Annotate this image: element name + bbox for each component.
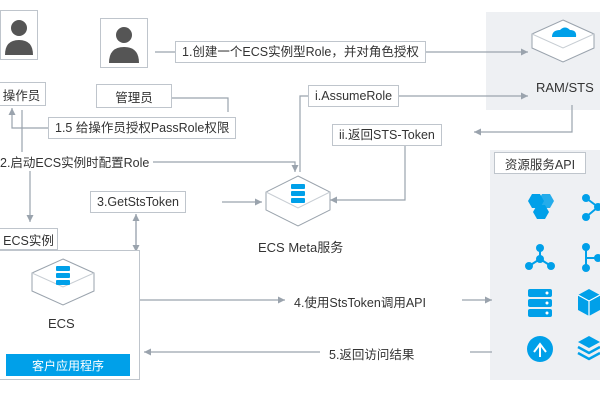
step-5-label: 5.返回访问结果	[325, 344, 419, 363]
ecs-meta-label: ECS Meta服务	[258, 240, 344, 255]
admin-label-text: 管理员	[115, 90, 153, 105]
resource-api-title-text: 资源服务API	[504, 157, 576, 172]
operator-label: 操作员	[0, 82, 46, 106]
cloud-upload-icon	[527, 336, 553, 362]
ecs-label: ECS	[48, 316, 75, 331]
admin-label: 管理员	[96, 84, 172, 108]
layers-icon	[577, 336, 600, 361]
ecs-instance-tag-text: ECS实例	[3, 233, 54, 248]
database-stack-icon	[528, 289, 552, 317]
step-3-label: 3.GetStsToken	[90, 191, 186, 213]
ecs-cube-icon	[31, 258, 95, 306]
share-nodes-icon	[582, 194, 600, 221]
ram-cube-icon	[531, 19, 595, 63]
operator-label-text: 操作员	[2, 88, 41, 103]
network-icon	[525, 244, 555, 270]
step-2-label: 2.启动ECS实例时配置Role	[0, 152, 154, 171]
admin-avatar	[100, 18, 148, 68]
branch-icon	[582, 243, 600, 272]
customer-app-badge: 客户应用程序	[6, 354, 130, 376]
ecs-instance-tag: ECS实例	[0, 228, 58, 250]
step-1-label: 1.创建一个ECS实例型Role，并对角色授权	[175, 41, 426, 63]
resource-api-title: 资源服务API	[494, 152, 586, 174]
person-icon	[109, 27, 139, 63]
step-i-label: i.AssumeRole	[308, 85, 400, 107]
step-4-label: 4.使用StsToken调用API	[290, 292, 430, 311]
operator-avatar	[0, 10, 38, 60]
person-icon	[5, 20, 33, 55]
cube-grid-icon	[577, 289, 600, 316]
step-1-5-label: 1.5 给操作员授权PassRole权限	[48, 117, 237, 139]
ram-label: RAM/STS	[536, 80, 594, 95]
meta-cube-icon	[265, 175, 331, 227]
hexagon-cluster-icon	[528, 194, 554, 219]
step-ii-label: ii.返回STS-Token	[332, 124, 442, 146]
